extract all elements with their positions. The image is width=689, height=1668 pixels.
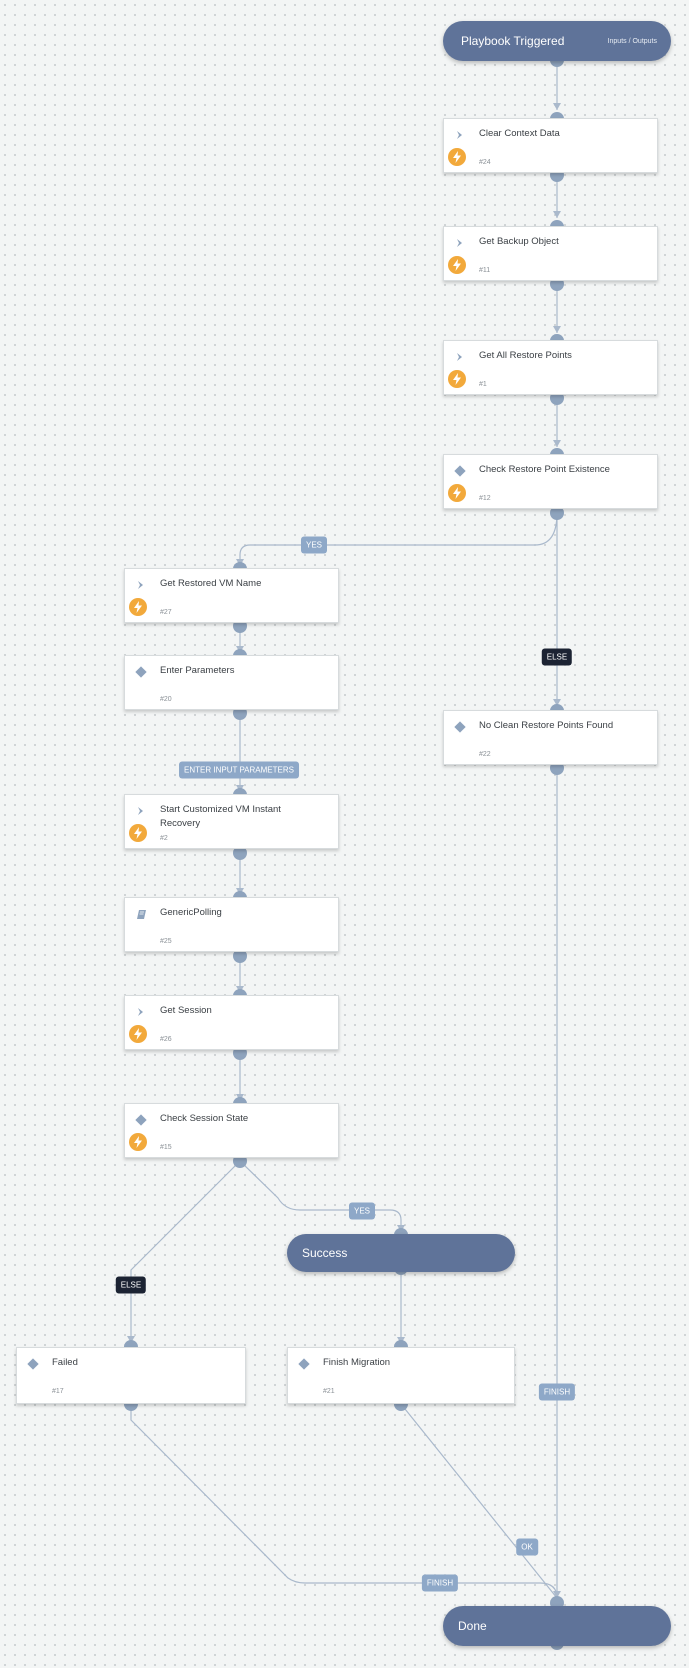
- edge-label-yes-restore: YES: [300, 536, 328, 554]
- task-title: Get Backup Object: [479, 236, 559, 247]
- condition-diamond-icon: [298, 1358, 310, 1370]
- task-id: #26: [160, 1036, 172, 1043]
- task-title: No Clean Restore Points Found: [479, 720, 614, 731]
- automation-bolt-icon: [129, 598, 147, 616]
- task-title: Get All Restore Points: [479, 350, 572, 361]
- task-id: #2: [160, 835, 168, 842]
- edge-label-finish-right: FINISH: [538, 1383, 576, 1401]
- chevron-icon: [135, 1006, 147, 1018]
- task-id: #1: [479, 381, 487, 388]
- automation-bolt-icon: [448, 370, 466, 388]
- task-get-all-restore-points[interactable]: Get All Restore Points #1: [443, 340, 658, 395]
- done-node[interactable]: Done: [443, 1606, 671, 1646]
- chevron-icon: [454, 237, 466, 249]
- task-id: #20: [160, 696, 172, 703]
- playbook-book-icon: [135, 908, 147, 920]
- edge-label-yes-session: YES: [348, 1202, 376, 1220]
- edge-label-ok: OK: [516, 1538, 538, 1556]
- task-title: Check Session State: [160, 1113, 249, 1124]
- condition-diamond-icon: [27, 1358, 39, 1370]
- task-check-session-state[interactable]: Check Session State #15: [124, 1103, 339, 1158]
- task-generic-polling[interactable]: GenericPolling #25: [124, 897, 339, 952]
- success-title: Success: [302, 1246, 348, 1260]
- task-title: Get Session: [160, 1005, 212, 1016]
- automation-bolt-icon: [448, 484, 466, 502]
- task-id: #12: [479, 495, 491, 502]
- task-start-customized-vm-instant-recovery[interactable]: Start Customized VM Instant Recovery #2: [124, 794, 339, 849]
- task-get-restored-vm-name[interactable]: Get Restored VM Name #27: [124, 568, 339, 623]
- task-get-backup-object[interactable]: Get Backup Object #11: [443, 226, 658, 281]
- chevron-icon: [135, 805, 147, 817]
- task-title: Start Customized VM Instant Recovery: [160, 804, 281, 829]
- playbook-triggered-title: Playbook Triggered: [461, 34, 565, 48]
- automation-bolt-icon: [129, 824, 147, 842]
- task-id: #24: [479, 159, 491, 166]
- task-title: Clear Context Data: [479, 128, 560, 139]
- task-check-restore-point-existence[interactable]: Check Restore Point Existence #12: [443, 454, 658, 509]
- chevron-icon: [454, 129, 466, 141]
- task-failed[interactable]: Failed #17: [16, 1347, 246, 1404]
- task-id: #27: [160, 609, 172, 616]
- success-node[interactable]: Success: [287, 1234, 515, 1272]
- task-no-clean-restore-points-found[interactable]: No Clean Restore Points Found #22: [443, 710, 658, 765]
- task-get-session[interactable]: Get Session #26: [124, 995, 339, 1050]
- condition-diamond-icon: [135, 1114, 147, 1126]
- edge-label-else-restore: ELSE: [541, 648, 573, 666]
- task-title: Finish Migration: [323, 1357, 391, 1368]
- task-title: GenericPolling: [160, 907, 222, 918]
- task-title: Failed: [52, 1357, 78, 1368]
- automation-bolt-icon: [448, 256, 466, 274]
- task-id: #25: [160, 938, 172, 945]
- task-id: #17: [52, 1388, 64, 1395]
- condition-diamond-icon: [454, 465, 466, 477]
- task-id: #22: [479, 751, 491, 758]
- done-title: Done: [458, 1619, 487, 1633]
- edge-label-else-session: ELSE: [115, 1276, 147, 1294]
- task-id: #11: [479, 267, 491, 274]
- task-finish-migration[interactable]: Finish Migration #21: [287, 1347, 515, 1404]
- task-id: #21: [323, 1388, 335, 1395]
- task-enter-parameters[interactable]: Enter Parameters #20: [124, 655, 339, 710]
- playbook-triggered-node[interactable]: Playbook Triggered Inputs / Outputs: [443, 21, 671, 61]
- automation-bolt-icon: [129, 1133, 147, 1151]
- task-title: Enter Parameters: [160, 665, 235, 676]
- edge-label-enter-input-parameters: ENTER INPUT PARAMETERS: [179, 761, 299, 779]
- automation-bolt-icon: [129, 1025, 147, 1043]
- edge-label-finish-bottom: FINISH: [421, 1574, 459, 1592]
- chevron-icon: [135, 579, 147, 591]
- task-clear-context-data[interactable]: Clear Context Data #24: [443, 118, 658, 173]
- task-title: Get Restored VM Name: [160, 578, 262, 589]
- task-id: #15: [160, 1144, 172, 1151]
- automation-bolt-icon: [448, 148, 466, 166]
- condition-diamond-icon: [454, 721, 466, 733]
- chevron-icon: [454, 351, 466, 363]
- condition-diamond-icon: [135, 666, 147, 678]
- task-title: Check Restore Point Existence: [479, 464, 610, 475]
- inputs-outputs-link[interactable]: Inputs / Outputs: [607, 37, 657, 45]
